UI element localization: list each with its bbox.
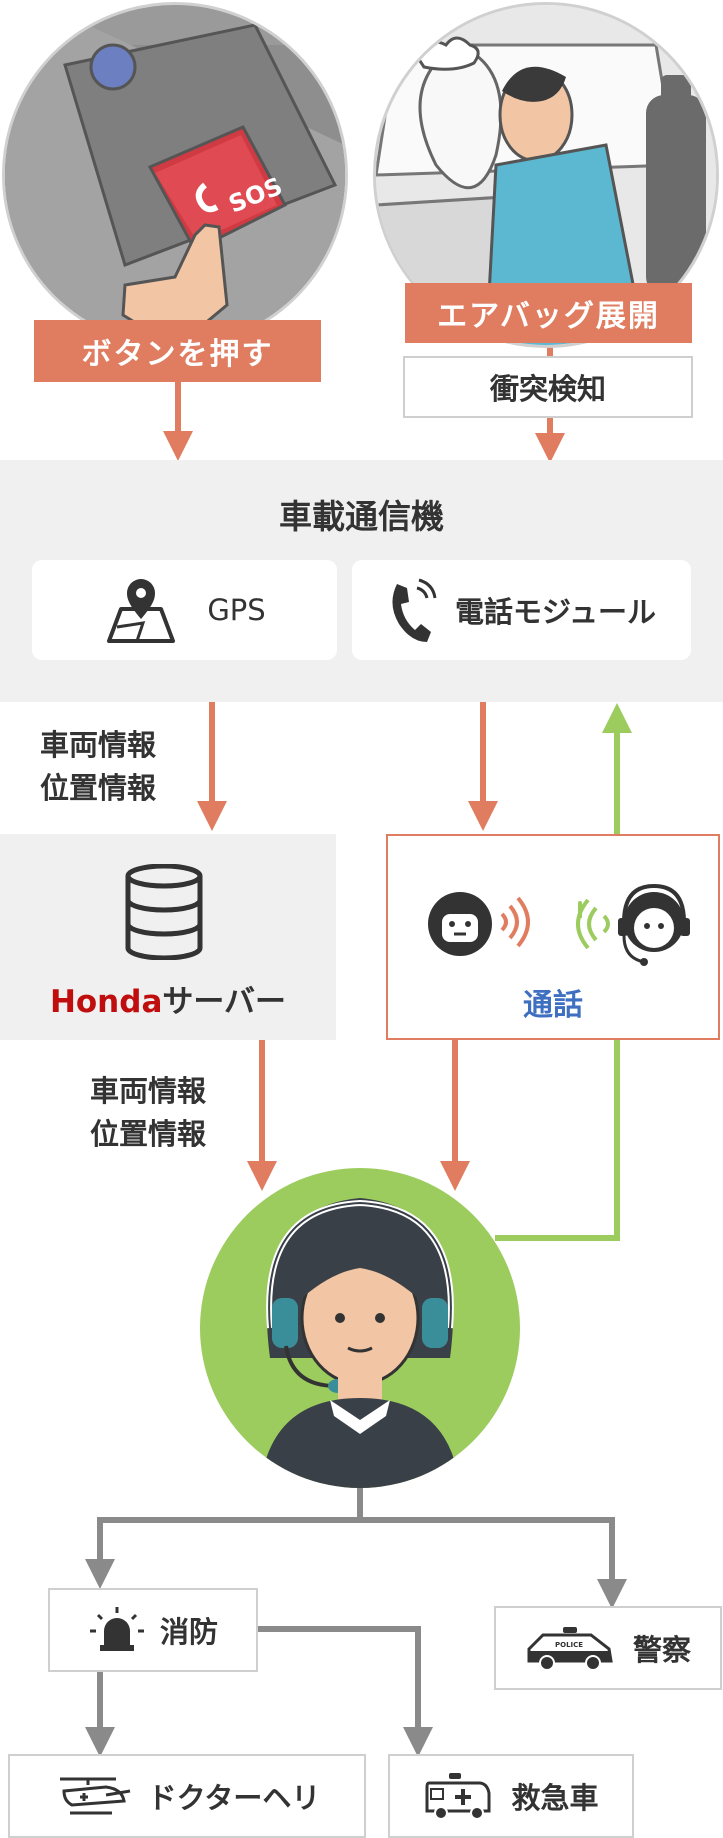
info-bottom-text: 車両情報 位置情報 (90, 1074, 207, 1151)
call-box: 通話 (386, 834, 720, 1040)
call-label: 通話 (523, 988, 583, 1023)
gps-label: GPS (207, 593, 266, 627)
doctor-heli-box: ドクターヘリ (8, 1754, 366, 1838)
collision-detect-box: 衝突検知 (403, 356, 693, 418)
sos-button-illustration: SOS (2, 2, 348, 348)
fire-dept-box: 消防 (48, 1588, 258, 1672)
info-left-text: 車両情報 位置情報 (40, 728, 157, 805)
gps-card: GPS (32, 560, 337, 660)
caller-face-icon (428, 892, 530, 956)
honda-server-panel: Hondaサーバー (0, 834, 336, 1040)
unit-title: 車載通信機 (279, 497, 444, 536)
police-label: 警察 (632, 1633, 691, 1667)
database-icon (125, 864, 203, 960)
ambulance-label: 救急車 (511, 1781, 599, 1815)
doctor-heli-label: ドクターヘリ (147, 1781, 321, 1815)
operator-headset-icon (576, 883, 690, 966)
phone-icon (392, 578, 437, 642)
police-box: POLICE 警察 (494, 1606, 722, 1690)
server-suffix: サーバー (162, 984, 287, 1020)
arrow-fire-to-ambulance (258, 1626, 433, 1757)
airbag-deploy-label: エアバッグ展開 (405, 283, 692, 343)
operator-avatar-icon (260, 1198, 460, 1488)
line-operator-branch (97, 1517, 627, 1609)
honda-brand: Honda (49, 984, 163, 1020)
in-vehicle-unit-panel: 車載通信機 GPS 電話モジュール (0, 460, 723, 702)
sos-scene-icon: SOS (5, 5, 345, 345)
operator-illustration (200, 1168, 520, 1488)
fire-label: 消防 (159, 1615, 218, 1649)
phone-module-label: 電話モジュール (455, 595, 656, 629)
ambulance-box: 救急車 (388, 1754, 634, 1838)
ambulance-icon (425, 1773, 491, 1820)
server-label: Hondaサーバー (0, 976, 336, 1021)
police-car-icon: POLICE (527, 1627, 613, 1671)
helicopter-icon (59, 1777, 130, 1815)
phone-module-card: 電話モジュール (352, 560, 691, 660)
police-car-text: POLICE (555, 1641, 583, 1649)
button-press-label: ボタンを押す (34, 320, 321, 382)
arrow-green-return (495, 1040, 620, 1241)
map-pin-icon (107, 579, 176, 643)
siren-icon (89, 1607, 144, 1651)
